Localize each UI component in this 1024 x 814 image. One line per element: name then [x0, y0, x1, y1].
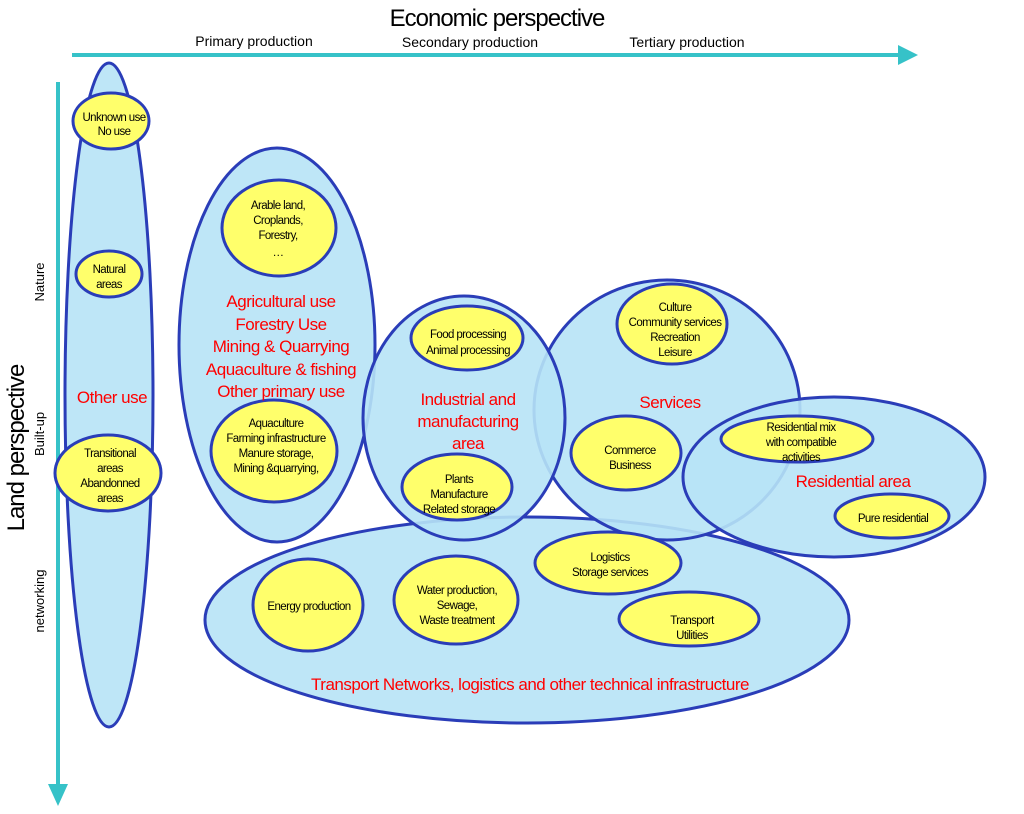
commerce-text: Commerce Business [604, 445, 656, 472]
x-axis-arrowhead [898, 45, 918, 65]
subitem-line: Unknown use [82, 112, 145, 124]
food-processing-text: Food processing Animal processing [426, 329, 511, 357]
subitem-line: areas [97, 463, 124, 475]
y-axis-arrowhead [48, 784, 68, 806]
water-production-node [392, 554, 520, 646]
pure-residential-node [833, 492, 951, 540]
subitem-line: areas [97, 493, 124, 505]
subitem-line: Storage services [572, 567, 649, 579]
subitem-line: Manufacture [430, 489, 488, 501]
primary-label-line: Aquaculture & fishing [206, 360, 356, 379]
aquaculture-node [209, 398, 339, 504]
water-production-text: Water production, Sewage, Waste treatmen… [417, 585, 498, 627]
industrial-label-line: Industrial and [420, 390, 515, 409]
plants-text: Plants Manufacture Related storage [423, 474, 496, 516]
primary-label-line: Other primary use [217, 382, 345, 401]
transport-utilities-text: Transport Utilities [670, 615, 715, 642]
transitional-areas-text: Transitional areas Abandonned areas [80, 448, 140, 505]
subitem-line: Leisure [658, 347, 692, 359]
natural-areas-node [74, 249, 144, 299]
primary-label-line: Agricultural use [226, 292, 335, 311]
subitem-line: Energy production [267, 601, 350, 613]
culture-node [615, 282, 729, 366]
subitem-line: Farming infrastructure [226, 433, 325, 445]
transport-label: Transport Networks, logistics and other … [311, 675, 749, 694]
services-label: Services [639, 393, 700, 412]
subitem-line: Water production, [417, 585, 498, 597]
subitem-line: Pure residential [858, 513, 928, 525]
residential-mix-text: Residential mix with compatible activiti… [765, 422, 837, 464]
subitem-line: Waste treatment [420, 615, 496, 627]
subitem-line: Forestry, [258, 230, 298, 242]
subitem-line: Culture [659, 302, 692, 314]
x-category-tertiary: Tertiary production [629, 34, 744, 50]
subitem-line: Transport [670, 615, 715, 627]
subitem-line: Arable land, [251, 200, 306, 212]
subitem-line: No use [98, 126, 131, 138]
commerce-node [569, 414, 683, 492]
subitem-line: Plants [445, 474, 474, 486]
energy-production-text: Energy production [267, 601, 351, 613]
primary-label-line: Mining & Quarrying [213, 337, 350, 356]
industrial-label-line: manufacturing [417, 412, 518, 431]
transport-utilities-node [617, 590, 761, 648]
subitem-line: Residential mix [767, 422, 837, 434]
energy-production-node [251, 557, 365, 653]
logistics-node [533, 530, 683, 596]
subitem-line: Manure storage, [239, 448, 314, 460]
subitem-line: Utilities [676, 630, 709, 642]
aquaculture-text: Aquaculture Farming infrastructure Manur… [226, 418, 326, 475]
subitem-line: Logistics [590, 552, 630, 564]
y-category-nature: Nature [32, 262, 47, 301]
subitem-line: activities [782, 452, 821, 464]
unknown-use-text: Unknown use No use [82, 112, 146, 138]
subitem-line: Abandonned [80, 478, 139, 490]
other-use-ellipse [63, 61, 155, 729]
pure-residential-text: Pure residential [858, 513, 929, 525]
subitem-line: Business [609, 460, 652, 472]
y-category-built-up: Built-up [32, 412, 47, 456]
subitem-line: Commerce [604, 445, 656, 457]
transitional-areas-node [53, 433, 163, 513]
subitem-line: Aquaculture [249, 418, 304, 430]
subitem-line: Croplands, [253, 215, 303, 227]
natural-areas-text: Natural areas [93, 264, 127, 291]
subitem-line: Sewage, [437, 600, 478, 612]
subitem-line: Natural [93, 264, 126, 276]
residential-label: Residential area [796, 472, 912, 491]
x-category-secondary: Secondary production [402, 34, 538, 50]
subitem-line: Animal processing [426, 345, 510, 357]
subitem-line: areas [96, 279, 123, 291]
x-category-primary: Primary production [195, 33, 313, 49]
subitem-line: Mining &quarrying, [233, 463, 318, 475]
arable-land-node [220, 178, 338, 278]
subitem-line: Recreation [650, 332, 700, 344]
subitem-line: … [273, 247, 284, 259]
transport-ellipse [203, 515, 851, 725]
plants-node [400, 452, 514, 522]
primary-use-label: Agricultural use Forestry Use Mining & Q… [206, 292, 357, 401]
x-axis-title: Economic perspective [390, 5, 605, 32]
culture-text: Culture Community services Recreation Le… [629, 302, 723, 359]
subitem-line: with compatible [765, 437, 836, 449]
y-category-networking: networking [32, 570, 47, 633]
food-processing-node [409, 304, 525, 372]
subitem-line: Related storage [423, 504, 495, 516]
arable-land-text: Arable land, Croplands, Forestry, … [251, 200, 306, 259]
industrial-label-line: area [452, 434, 485, 453]
subitem-line: Transitional [84, 448, 136, 460]
primary-label-line: Forestry Use [235, 315, 326, 334]
residential-mix-node [719, 414, 875, 464]
logistics-text: Logistics Storage services [572, 552, 649, 579]
industrial-label: Industrial and manufacturing area [417, 390, 519, 453]
subitem-line: Food processing [430, 329, 506, 341]
subitem-line: Community services [629, 317, 723, 329]
y-axis-title: Land perspective [3, 364, 30, 531]
unknown-use-node [71, 91, 151, 151]
other-use-label: Other use [77, 388, 147, 407]
